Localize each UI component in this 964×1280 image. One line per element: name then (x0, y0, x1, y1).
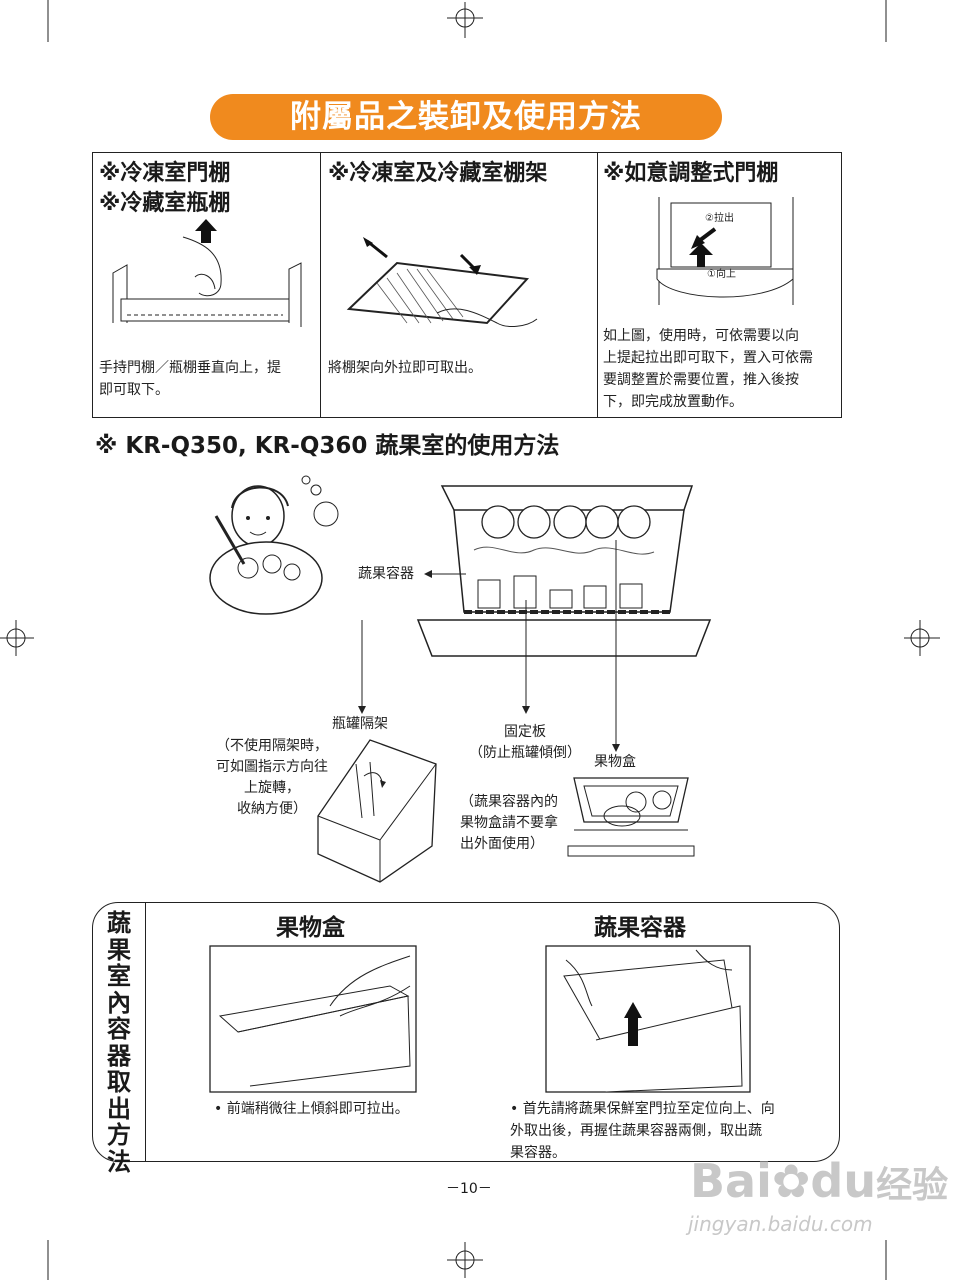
veg-container-removal-illustration (545, 945, 751, 1093)
fixing-plate-label: 固定板 （防止瓶罐傾倒） (469, 724, 581, 761)
section-title: ※ KR-Q350, KR-Q360 蔬果室的使用方法 (95, 433, 560, 459)
adjustable-shelf-illustration (656, 197, 794, 305)
fruit-box-label: 果物盒 (594, 754, 636, 770)
fruit-box-removal-illustration (209, 945, 417, 1093)
bottle-divider-label: 瓶罐隔架 (332, 716, 388, 732)
step-pull-label: ②拉出 (705, 213, 734, 224)
baidu-watermark: Bai✿du经验 (690, 1154, 949, 1208)
veg-container-label: 蔬果容器 (358, 566, 414, 582)
adjustable-shelf-caption: 如上圖，使用時，可依需要以向 上提起拉出即可取下，置入可依需 要調整置於需要位置… (603, 328, 813, 410)
shelf-illustration (346, 237, 538, 327)
veg-container-subtitle: 蔬果容器 (594, 915, 686, 941)
paw-icon: ✿ (771, 1154, 811, 1208)
removal-vertical-title: 蔬 果 室 內 容 器 取 出 方 法 (107, 909, 131, 1176)
vegetable-compartment-illustration (416, 485, 712, 657)
divider-note: （不使用隔架時， 可如圖指示方向往 上旋轉， 收納方便） (216, 738, 328, 817)
removal-section (92, 902, 840, 1162)
registration-mark-bottom (447, 1242, 483, 1278)
shelf-heading: ※冷凍室及冷藏室棚架 (328, 161, 548, 186)
fruit-box-removal-caption: • 前端稍微往上傾斜即可拉出。 (214, 1101, 409, 1117)
table-divider (597, 153, 598, 417)
adjustable-shelf-heading: ※如意調整式門棚 (603, 161, 779, 186)
woman-with-vegetables-illustration (209, 475, 339, 615)
registration-mark-top (447, 2, 483, 38)
door-shelf-illustration (112, 219, 302, 327)
bottle-divider-illustration (317, 739, 437, 883)
accessories-table: ※冷凍室門棚 ※冷藏室瓶棚 手持門棚／瓶棚垂直向上，提 即可取下。 ※冷凍室及冷… (92, 152, 842, 418)
fruit-box-subtitle: 果物盒 (276, 915, 345, 941)
page-title-banner: 附屬品之裝卸及使用方法 (210, 94, 722, 140)
door-shelf-caption: 手持門棚／瓶棚垂直向上，提 即可取下。 (99, 360, 281, 398)
page-number: －10－ (446, 1181, 492, 1197)
step-up-label: ①向上 (707, 269, 736, 280)
fruit-box-note: （蔬果容器內的 果物盒請不要拿 出外面使用） (460, 794, 558, 852)
registration-mark-right (904, 620, 940, 656)
shelf-caption: 將棚架向外拉即可取出。 (328, 360, 482, 376)
watermark-url: jingyan.baidu.com (688, 1212, 873, 1236)
door-shelf-heading: ※冷凍室門棚 ※冷藏室瓶棚 (99, 161, 231, 216)
fruit-box-illustration (567, 777, 695, 857)
table-divider (320, 153, 321, 417)
removal-divider (145, 903, 146, 1161)
registration-mark-left (0, 620, 34, 656)
page-title: 附屬品之裝卸及使用方法 (290, 99, 642, 135)
veg-container-removal-caption: • 首先請將蔬果保鮮室門拉至定位向上、向 外取出後，再握住蔬果容器兩側，取出蔬 … (510, 1101, 775, 1161)
